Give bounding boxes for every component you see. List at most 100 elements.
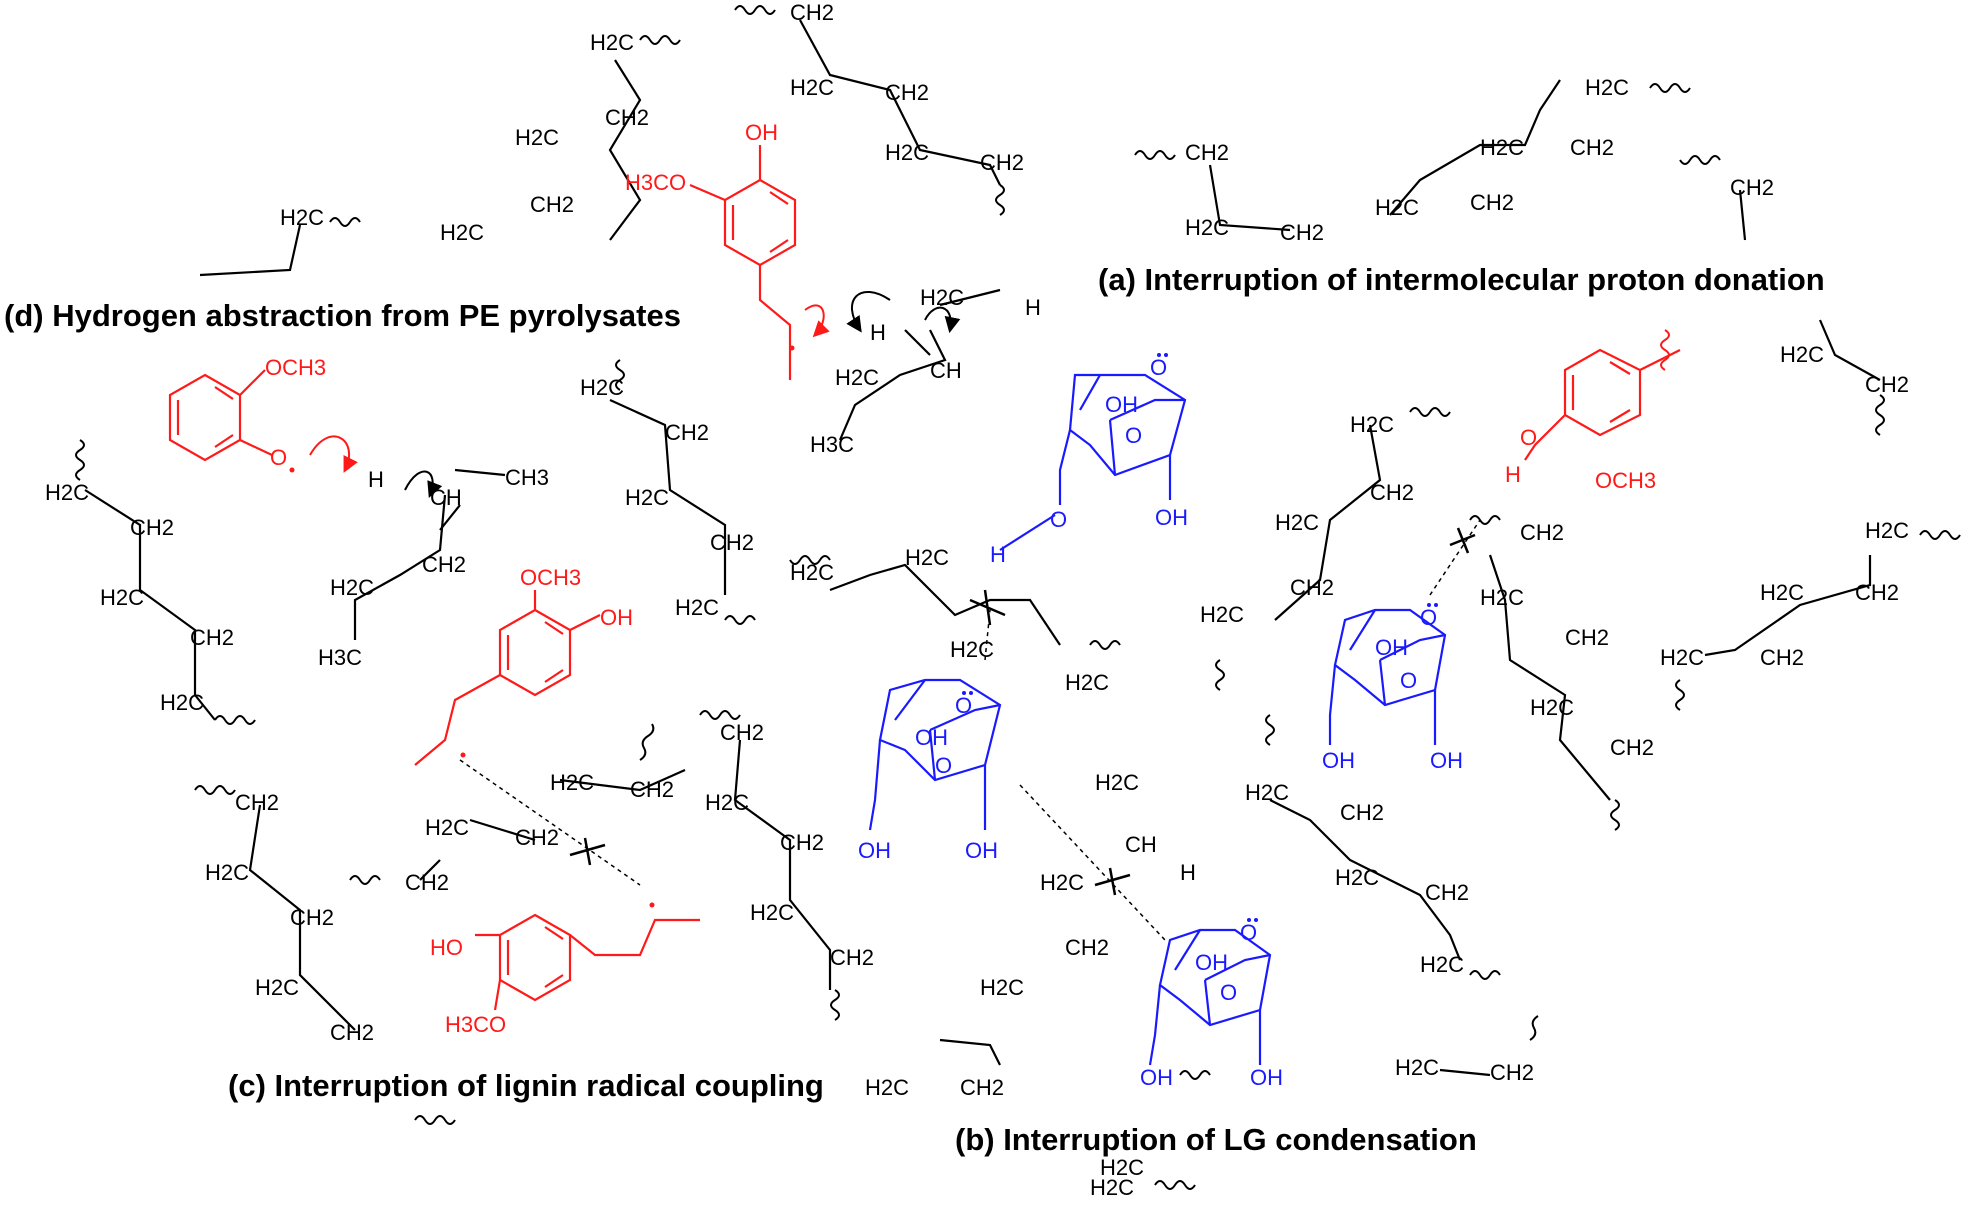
levoglucosan-middle-left (868, 678, 1002, 831)
ch2-label: CH2 (1865, 372, 1909, 397)
pe-chain-far-right (1675, 319, 1961, 711)
h2c-label: H2C (865, 1075, 909, 1100)
lignin-guaiacol-top (689, 145, 830, 380)
h-label: H (990, 542, 1006, 567)
h2c-label: H2C (425, 815, 469, 840)
wavy-bond-icon (1089, 640, 1121, 650)
h2c-label: H2C (580, 375, 624, 400)
h2c-label: H2C (1100, 1155, 1144, 1180)
ch2-label: CH2 (1425, 880, 1469, 905)
ch2-label: CH2 (1280, 220, 1324, 245)
oh-label: OH (1155, 505, 1188, 530)
pe-chain-upper-left (199, 217, 361, 277)
wavy-bond-icon (830, 989, 840, 1021)
lignin-radical-center-upper (414, 590, 601, 766)
o-label: O (270, 445, 287, 470)
levoglucosan-right (1328, 608, 1447, 745)
ch2-label: CH2 (422, 552, 466, 577)
wavy-bond-icon (75, 439, 85, 481)
ch2-label: CH2 (405, 870, 449, 895)
pe-radical-d-top (838, 288, 1001, 441)
wavy-bond-icon (349, 875, 381, 885)
ch2-label: CH2 (830, 945, 874, 970)
ch2-label: CH2 (960, 1075, 1004, 1100)
oh-label: OH (1430, 748, 1463, 773)
ch2-label: CH2 (235, 790, 279, 815)
ch2-label: CH2 (515, 825, 559, 850)
wavy-bond-icon (615, 359, 625, 391)
wavy-bond-icon (414, 1115, 456, 1125)
pe-chain-center-bottom (699, 710, 840, 1021)
caption-b: (b) Interruption of LG condensation (955, 1122, 1477, 1157)
ch2-label: CH2 (790, 0, 834, 25)
o-label: O (1050, 507, 1067, 532)
h2c-label: H2C (1185, 215, 1229, 240)
wavy-bond-icon (1649, 83, 1691, 93)
pe-chain-top-center (608, 35, 681, 241)
pe-chain-left-vertical (75, 439, 256, 725)
ch2-label: CH2 (1520, 520, 1564, 545)
oh-label: OH (915, 725, 948, 750)
ch2-label: CH2 (665, 420, 709, 445)
blocked-interaction-icon (459, 519, 1481, 941)
ch-label: CH (430, 485, 462, 510)
h2c-label: H2C (1375, 195, 1419, 220)
ch2-label: CH2 (720, 720, 764, 745)
radical-dot-icon (649, 902, 655, 908)
h2c-label: H2C (100, 585, 144, 610)
h2c-label: H2C (1095, 770, 1139, 795)
o-label: O (1150, 355, 1167, 380)
wavy-bond-icon (789, 555, 831, 565)
h2c-label: H2C (885, 140, 929, 165)
ch2-label: CH2 (630, 777, 674, 802)
ch2-label: CH2 (1610, 735, 1654, 760)
caption-c: (c) Interruption of lignin radical coupl… (228, 1068, 824, 1103)
ch2-label: CH2 (1340, 800, 1384, 825)
levoglucosan-top (999, 373, 1187, 551)
h2c-label: H2C (1335, 865, 1379, 890)
oh-label: OH (965, 838, 998, 863)
pe-chain-center-left (609, 359, 756, 625)
ch2-label: CH2 (1065, 935, 1109, 960)
h2c-label: H2C (1040, 870, 1084, 895)
wavy-bond-icon (699, 710, 741, 720)
h2c-label: H2C (1350, 412, 1394, 437)
h2c-label: H2C (590, 30, 634, 55)
h3c-label: H3C (810, 432, 854, 457)
oh-label: OH (1322, 748, 1355, 773)
ch2-label: CH2 (980, 150, 1024, 175)
h2c-label: H2C (1065, 670, 1109, 695)
ch2-label: CH2 (1730, 175, 1774, 200)
wavy-bond-icon (194, 785, 236, 795)
h-label: H (1025, 295, 1041, 320)
wavy-bond-icon (1134, 150, 1176, 160)
wavy-bond-icon (1679, 155, 1721, 165)
caption-a: (a) Interruption of intermolecular proto… (1098, 262, 1825, 297)
o-label: O (955, 693, 972, 718)
pe-chain-center-lignin (349, 723, 686, 885)
wavy-bond-icon (1919, 530, 1961, 540)
wavy-bond-icon (1215, 659, 1225, 691)
ch2-label: CH2 (330, 1020, 374, 1045)
ch3-label: CH3 (505, 465, 549, 490)
o-label: O (1240, 920, 1257, 945)
ho-label: HO (430, 935, 463, 960)
levoglucosan-bottom (1148, 928, 1272, 1066)
h2c-label: H2C (1530, 695, 1574, 720)
o-label: O (1125, 423, 1142, 448)
wavy-bond-icon (639, 35, 681, 45)
pe-chain-top-far-right (1134, 79, 1747, 241)
h-label: H (870, 320, 886, 345)
pe-chain-top-right (734, 5, 1005, 216)
ch2-label: CH2 (1570, 135, 1614, 160)
ch2-label: CH2 (710, 530, 754, 555)
ch2-label: CH2 (1470, 190, 1514, 215)
ch2-label: CH2 (1855, 580, 1899, 605)
h2c-label: H2C (920, 285, 964, 310)
wavy-bond-icon (1154, 1180, 1196, 1190)
ch2-label: CH2 (1370, 480, 1414, 505)
h2c-label: H2C (1395, 1055, 1439, 1080)
pe-chain-right-lower (1469, 515, 1620, 831)
wavy-bond-icon (1610, 799, 1620, 831)
